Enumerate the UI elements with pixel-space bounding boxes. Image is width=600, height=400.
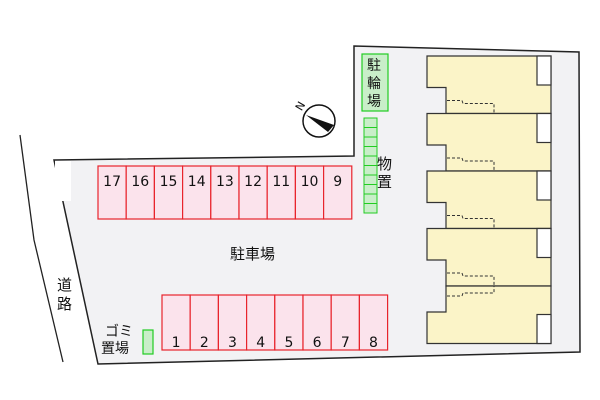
- road-edge: [19, 134, 64, 363]
- parking-space: 11: [266, 165, 297, 220]
- parking-space: 8: [358, 294, 389, 351]
- parking-space-box: [266, 165, 297, 220]
- parking-space-box: [97, 165, 127, 220]
- parking-space-number: 5: [284, 335, 293, 351]
- apartment-unit: [426, 112, 552, 172]
- parking-space: 10: [294, 165, 325, 220]
- parking-space: 13: [210, 165, 240, 220]
- parking-space: 3: [217, 294, 248, 351]
- bicycle-rack-slot: [363, 193, 378, 204]
- bicycle-rack-slot: [363, 146, 378, 157]
- parking-space-number: 16: [131, 174, 149, 190]
- bicycle-rack-slot: [363, 117, 378, 128]
- parking-space: 5: [274, 294, 304, 351]
- balcony: [536, 170, 552, 201]
- bicycle-rack-slot: [363, 184, 378, 195]
- svg-text:物: 物: [377, 155, 392, 173]
- parking-space-box: [217, 294, 248, 351]
- parking-space-box: [238, 165, 268, 220]
- parking-space-box: [125, 165, 155, 220]
- parking-space-number: 15: [160, 174, 178, 190]
- parking-space-number: 1: [172, 335, 181, 351]
- parking-space-number: 9: [333, 174, 342, 190]
- parking-space-box: [302, 294, 332, 351]
- parking-space: 6: [302, 294, 332, 351]
- stair-outline: [447, 286, 495, 297]
- parking-space-number: 17: [103, 174, 121, 190]
- bicycle-rack-slot: [363, 127, 378, 138]
- parking-space-number: 14: [188, 174, 206, 190]
- parking-space: 14: [182, 165, 212, 220]
- parking-space-box: [246, 294, 276, 351]
- apartment-unit: [426, 227, 552, 287]
- road-label-char: 路: [57, 295, 72, 313]
- parking-space-box: [274, 294, 304, 351]
- compass-icon: N: [293, 99, 336, 138]
- storage-label: 物 置: [377, 155, 392, 191]
- parking-space-number: 7: [341, 335, 350, 351]
- parking-space: 9: [323, 165, 353, 220]
- parking-row-bottom: 1 2 3 4 5 6 7 8: [161, 294, 389, 351]
- parking-space: 7: [330, 294, 361, 351]
- parking-space-number: 8: [369, 335, 378, 351]
- parking-row-top: 17 16 15 14 13 12 11 10 9: [97, 165, 353, 220]
- parking-space-number: 2: [200, 335, 209, 351]
- apartment-unit: [426, 170, 552, 230]
- svg-text:置場: 置場: [101, 341, 129, 357]
- stair-outline: [447, 272, 495, 286]
- lot-edge-gap: [55, 161, 71, 201]
- parking-space-box: [189, 294, 219, 351]
- svg-text:駐: 駐: [367, 58, 381, 74]
- parking-space-number: 13: [216, 174, 234, 190]
- stair-outline: [447, 157, 495, 171]
- road-label: 道 路: [57, 276, 72, 313]
- stair-outline: [447, 100, 495, 114]
- svg-text:輪: 輪: [367, 75, 381, 92]
- apartment-building: [426, 55, 552, 345]
- bicycle-rack-slot: [363, 165, 378, 176]
- balcony: [536, 112, 552, 144]
- svg-text:ゴミ: ゴミ: [105, 323, 133, 340]
- parking-space-box: [330, 294, 361, 351]
- apartment-unit: [426, 55, 552, 115]
- svg-text:場: 場: [367, 94, 381, 110]
- parking-space: 1: [161, 294, 191, 351]
- balcony: [536, 55, 552, 86]
- balcony: [536, 227, 552, 259]
- parking-space-number: 4: [256, 335, 265, 351]
- bicycle-rack-slot: [363, 203, 378, 214]
- bicycle-rack-slot: [363, 174, 378, 185]
- bicycle-rack-slot: [363, 155, 378, 166]
- garbage-area: ゴミ 置場: [101, 323, 154, 357]
- parking-area-label: 駐車場: [230, 245, 275, 263]
- parking-space: 4: [246, 294, 276, 351]
- parking-space: 2: [189, 294, 219, 351]
- parking-space: 12: [238, 165, 268, 220]
- stair-outline: [447, 215, 495, 229]
- parking-space-box: [323, 165, 353, 220]
- parking-space-number: 3: [228, 335, 237, 351]
- apartment-unit: [426, 285, 552, 345]
- parking-space-number: 6: [313, 335, 322, 351]
- parking-space: 17: [97, 165, 127, 220]
- parking-space-number: 10: [301, 174, 319, 190]
- balcony: [536, 313, 552, 345]
- parking-space: 16: [125, 165, 155, 220]
- svg-text:置: 置: [377, 173, 392, 191]
- parking-space-number: 11: [272, 174, 290, 190]
- bicycle-parking: 駐 輪 場: [361, 53, 389, 112]
- bicycle-racks: [363, 117, 378, 214]
- road-label-char: 道: [57, 276, 72, 294]
- parking-space-box: [294, 165, 325, 220]
- bicycle-rack-slot: [363, 136, 378, 147]
- parking-space-number: 12: [244, 174, 262, 190]
- parking-space: 15: [153, 165, 184, 220]
- parking-space-box: [358, 294, 389, 351]
